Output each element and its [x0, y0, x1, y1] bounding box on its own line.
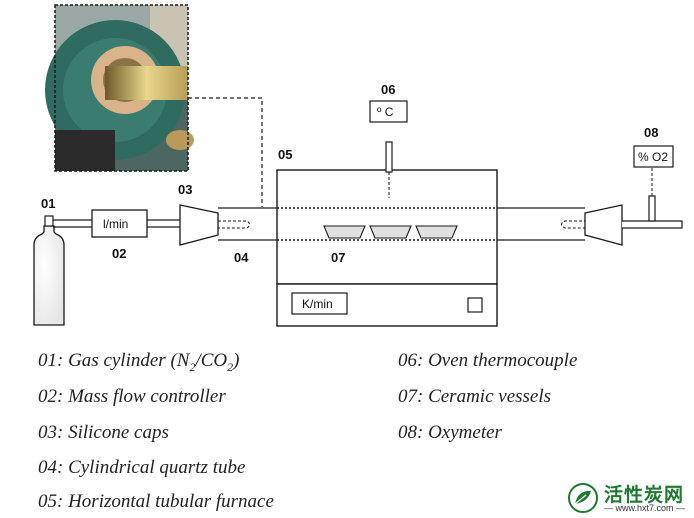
- site-watermark: 活性炭网 — www.hxt7.com —: [566, 480, 692, 516]
- mass-flow-readout: l/min: [103, 217, 128, 231]
- watermark-text: 活性炭网: [604, 484, 685, 506]
- legend-item-05: 05: Horizontal tubular furnace: [38, 491, 274, 512]
- label-07: 07: [331, 250, 345, 265]
- legend-item-06: 06: Oven thermocouple: [398, 350, 578, 371]
- gas-line-to-cap: [147, 219, 180, 228]
- leaf-logo-icon: [568, 483, 598, 513]
- photo-connector: [188, 97, 263, 207]
- tube-inside-furnace: [277, 207, 497, 241]
- ceramic-vessel: [369, 225, 412, 239]
- ceramic-vessel: [415, 225, 458, 239]
- inner-tube-right: [561, 220, 622, 229]
- heating-rate-display: [291, 292, 348, 315]
- silicone-cap-left: [179, 204, 219, 246]
- label-05: 05: [278, 147, 292, 162]
- oven-thermocouple: [385, 141, 393, 173]
- oxygen-readout: % O2: [638, 150, 668, 164]
- furnace-photo: [45, 4, 194, 172]
- ceramic-vessel: [323, 225, 366, 239]
- label-08: 08: [644, 125, 658, 140]
- watermark-url: — www.hxt7.com —: [604, 503, 686, 513]
- inner-tube-left: [218, 220, 250, 229]
- power-switch: [467, 297, 483, 313]
- gas-line-outlet: [622, 220, 683, 229]
- label-02: 02: [112, 246, 126, 261]
- silicone-cap-right: [584, 204, 623, 246]
- legend-item-03: 03: Silicone caps: [38, 422, 169, 443]
- gas-line-inlet: [53, 219, 92, 228]
- label-06: 06: [381, 82, 395, 97]
- legend-item-07: 07: Ceramic vessels: [398, 386, 552, 407]
- legend-item-02: 02: Mass flow controller: [38, 386, 226, 407]
- quartz-tube-right: [497, 207, 585, 241]
- oxygen-display: [633, 145, 674, 168]
- legend-item-01: 01: Gas cylinder (N2/CO2): [38, 350, 240, 374]
- mass-flow-controller: [91, 209, 148, 238]
- label-03: 03: [178, 182, 192, 197]
- label-04: 04: [234, 250, 249, 265]
- legend-item-04: 04: Cylindrical quartz tube: [38, 457, 246, 478]
- quartz-tube-left: [218, 207, 277, 241]
- gas-cylinder: [33, 215, 65, 326]
- label-01: 01: [41, 196, 55, 211]
- heating-rate-readout: K/min: [302, 297, 333, 311]
- oxymeter-probe: [648, 195, 656, 222]
- legend-item-08: 08: Oxymeter: [398, 422, 502, 443]
- temperature-readout: º C: [377, 105, 394, 119]
- temperature-display: [369, 100, 408, 123]
